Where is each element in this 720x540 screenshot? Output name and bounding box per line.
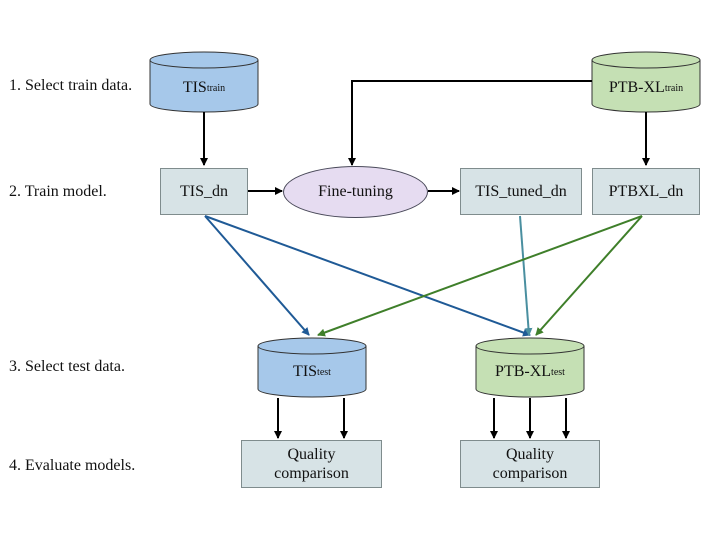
ptbxl-test-cylinder xyxy=(475,337,585,398)
tis-train-cylinder xyxy=(149,51,259,113)
step-1-label: 1. Select train data. xyxy=(9,77,133,94)
arrow-ptbxl-dn-to-ptbxl-test xyxy=(535,215,643,336)
quality-comparison-right: Quality comparison xyxy=(460,440,600,488)
tis-test-name: TIS xyxy=(293,363,318,380)
quality-comparison-left: Quality comparison xyxy=(241,440,382,488)
tis-test-sub: test xyxy=(317,366,331,378)
arrow-tis-dn-to-ptbxl-test xyxy=(204,215,531,337)
tis-tuned-dn-box: TIS_tuned_dn xyxy=(460,168,582,215)
ptbxl-test-sub: test xyxy=(551,366,565,378)
quality-comparison-right-line1: Quality xyxy=(506,446,554,463)
ptbxl-dn-box: PTBXL_dn xyxy=(592,168,700,215)
tis-dn-box: TIS_dn xyxy=(160,168,248,215)
quality-comparison-left-line1: Quality xyxy=(287,446,336,463)
step-2-label: 2. Train model. xyxy=(9,183,107,200)
ptbxl-test-name: PTB-XL xyxy=(495,363,552,380)
tis-train-name: TIS xyxy=(182,79,207,96)
arrow-tis-dn-to-tis-test xyxy=(204,215,310,336)
ptbxl-train-cylinder xyxy=(591,51,701,113)
quality-comparison-right-line2: comparison xyxy=(492,465,568,482)
arrow-ptbxl-dn-to-tis-test xyxy=(317,215,643,337)
ptbxl-train-name: PTB-XL xyxy=(608,79,665,96)
arrow-ptbxl-train-to-fine-tuning xyxy=(348,80,592,166)
quality-comparison-left-line2: comparison xyxy=(274,465,349,482)
ptbxl-train-sub: train xyxy=(664,82,684,94)
fine-tuning-node: Fine-tuning xyxy=(283,166,428,218)
arrow-tis-tuned-dn-to-ptbxl-test xyxy=(519,215,533,336)
tis-train-sub: train xyxy=(206,82,226,94)
tis-test-cylinder xyxy=(257,337,367,398)
step-3-label: 3. Select test data. xyxy=(9,358,125,375)
step-4-label: 4. Evaluate models. xyxy=(9,457,136,474)
